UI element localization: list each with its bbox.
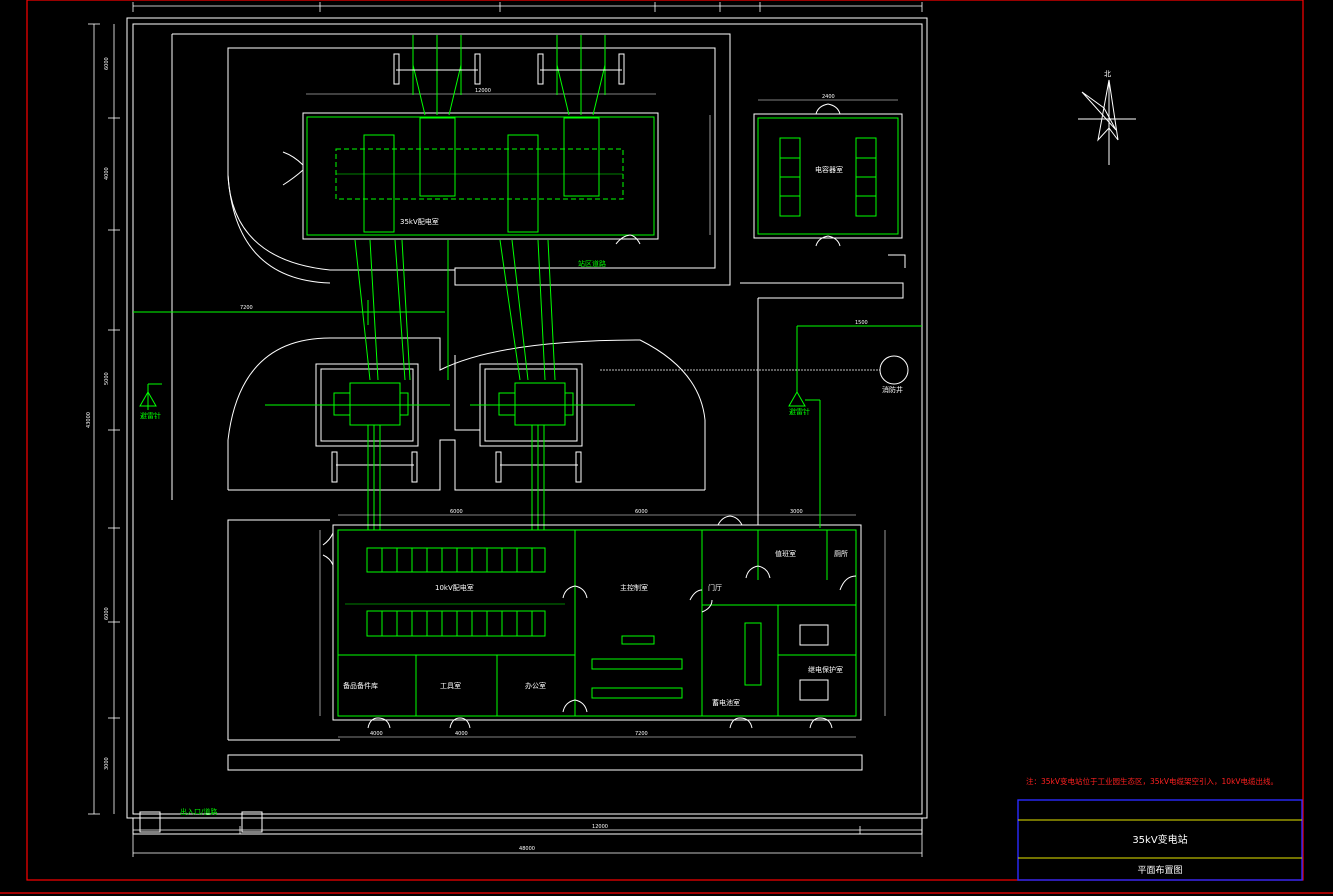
spare-room-label: 备品备件库 (343, 681, 378, 690)
dim-bldg-b: 6000 (635, 509, 648, 515)
dim-cap-width: 2400 (822, 94, 835, 100)
dim-left-a: 6000 (104, 57, 110, 70)
tool-room-label: 工具室 (440, 681, 461, 690)
site-roads (171, 33, 906, 771)
dim-left-b: 4000 (104, 167, 110, 180)
main-control-label: 主控制室 (620, 583, 648, 592)
incoming-line-frames (393, 35, 625, 116)
dim-bldg-e: 4000 (455, 731, 468, 737)
main-transformer-2 (470, 363, 635, 483)
battery-room-label: 蓄电池室 (712, 698, 740, 707)
capacitor-room-label: 电容器室 (815, 165, 843, 174)
title-block: 35kV变电站 平面布置图 (1017, 799, 1303, 881)
lightning-rod-1-icon (139, 383, 162, 410)
duty-room-label: 值班室 (775, 549, 796, 558)
gis-hall (282, 93, 711, 245)
main-building (319, 514, 886, 738)
gis-hall-label: 35kV配电室 (400, 217, 439, 226)
drawing-subtitle: 平面布置图 (1137, 864, 1182, 876)
switchgear-room-label: 10kV配电室 (435, 583, 474, 592)
dim-gis-width: 12000 (475, 88, 491, 94)
north-arrow-icon: 北 (1078, 70, 1136, 165)
dim-well: 1500 (855, 320, 868, 326)
dimension-lines (88, 2, 923, 857)
road-label: 站区道路 (578, 259, 606, 268)
relay-room-label: 继电保护室 (808, 665, 843, 674)
dim-total-height: 43000 (86, 412, 92, 428)
cable-room-label: 办公室 (525, 681, 546, 690)
dim-total-width: 48000 (519, 846, 535, 852)
toilet-label: 厕所 (834, 549, 848, 558)
dim-bldg-a: 6000 (450, 509, 463, 515)
fire-well-icon (600, 355, 909, 385)
drawing-note: 注：35kV变电站位于工业园生态区，35kV电缆架空引入，10kV电缆出线。 (1026, 776, 1278, 786)
dim-site-mid: 7200 (240, 305, 253, 311)
dim-bldg-d: 4000 (370, 731, 383, 737)
hall-label: 门厅 (708, 583, 722, 592)
dim-left-d: 6000 (104, 607, 110, 620)
lightning-rod-2-label: 避雷针 (789, 407, 810, 416)
dim-bldg-c: 3000 (790, 509, 803, 515)
dim-left-c: 5000 (104, 372, 110, 385)
lightning-rod-1-label: 避雷针 (140, 411, 161, 420)
main-transformer-1 (265, 363, 450, 483)
dim-bottom-mid: 12000 (592, 824, 608, 830)
fire-well-label: 消防井 (882, 385, 903, 394)
dim-left-e: 3000 (104, 757, 110, 770)
gate-label: 出入口/道路 (180, 807, 217, 816)
site-boundary (126, 17, 928, 835)
drawing-border-outer (26, 0, 1304, 881)
capacitor-room (753, 99, 903, 247)
north-label: 北 (1104, 70, 1111, 78)
lightning-rod-2-icon (788, 325, 922, 528)
dim-bldg-f: 7200 (635, 731, 648, 737)
cable-runs (133, 239, 556, 530)
drawing-title: 35kV变电站 (1132, 833, 1187, 846)
